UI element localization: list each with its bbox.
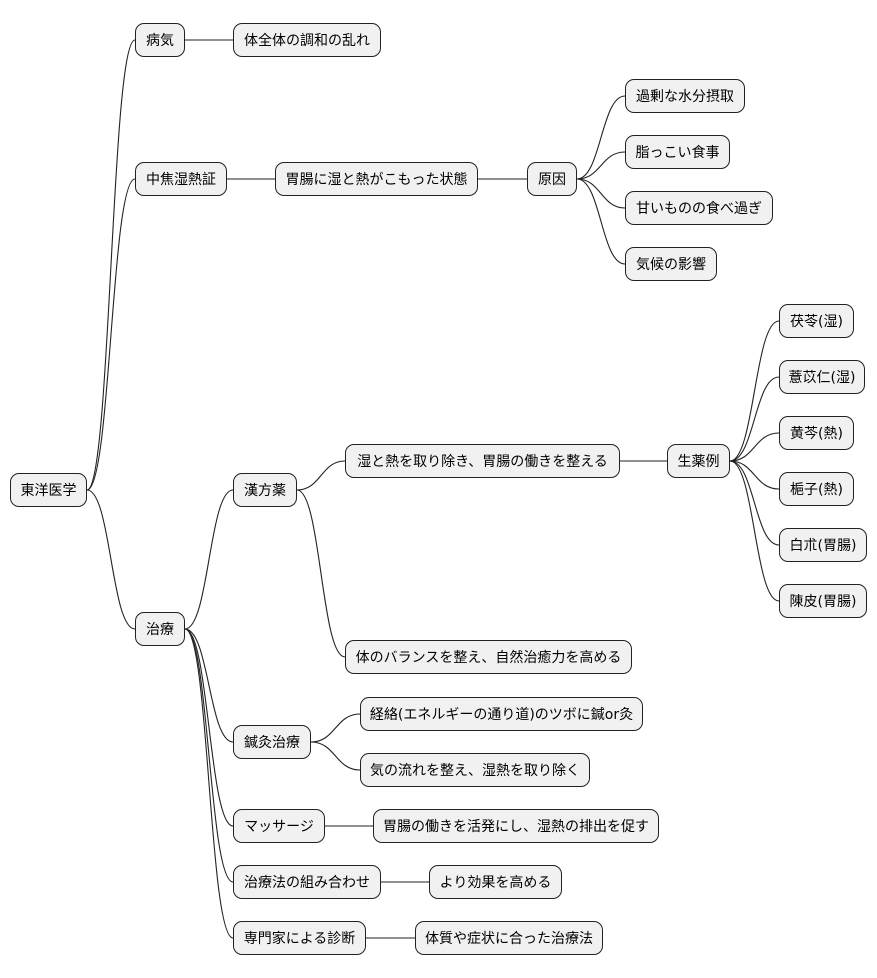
node-herb-item[interactable]: 陳皮(胃腸): [779, 584, 867, 618]
connector-line: [729, 460, 780, 546]
node-kampo-effect2[interactable]: 体のバランスを整え、自然治癒力を高める: [345, 640, 632, 674]
node-cause-item[interactable]: 脂っこい食事: [625, 135, 730, 169]
node-massage-desc[interactable]: 胃腸の働きを活発にし、湿熱の排出を促す: [373, 809, 659, 843]
node-herb-item[interactable]: 茯苓(湿): [779, 304, 854, 338]
node-chuusho-state[interactable]: 胃腸に湿と熱がこもった状態: [275, 162, 478, 196]
connector-line: [729, 460, 780, 602]
node-herb-item[interactable]: 薏苡仁(湿): [779, 360, 865, 394]
node-kampo-effect1[interactable]: 湿と熱を取り除き、胃腸の働きを整える: [345, 444, 620, 478]
connector-line: [576, 178, 626, 209]
node-combo[interactable]: 治療法の組み合わせ: [233, 865, 381, 899]
node-shinkyu-item[interactable]: 経絡(エネルギーの通り道)のツボに鍼or灸: [360, 697, 643, 731]
node-senmon-desc[interactable]: 体質や症状に合った治療法: [415, 921, 603, 955]
node-herbs[interactable]: 生薬例: [667, 444, 730, 478]
node-cause[interactable]: 原因: [527, 162, 577, 196]
node-chuusho[interactable]: 中焦湿熱証: [135, 162, 227, 196]
node-byouki-desc[interactable]: 体全体の調和の乱れ: [233, 23, 381, 57]
root-node[interactable]: 東洋医学: [10, 473, 87, 507]
connector-line: [184, 489, 234, 630]
connector-line: [296, 460, 346, 491]
node-kampo[interactable]: 漢方薬: [233, 473, 297, 507]
connector-line: [576, 151, 626, 180]
connector-line: [86, 39, 136, 491]
node-senmon[interactable]: 専門家による診断: [233, 921, 366, 955]
connector-line: [729, 432, 780, 462]
node-shinkyu[interactable]: 鍼灸治療: [233, 725, 311, 759]
node-herb-item[interactable]: 黄芩(熱): [779, 416, 854, 450]
connector-line: [310, 741, 361, 771]
connector-line: [296, 489, 346, 658]
connector-line: [729, 460, 780, 490]
node-byouki[interactable]: 病気: [135, 23, 185, 57]
connector-line: [86, 489, 136, 630]
connector-line: [310, 713, 361, 743]
node-herb-item[interactable]: 梔子(熱): [779, 472, 854, 506]
connector-line: [576, 178, 626, 265]
connector-line: [729, 320, 780, 462]
connector-line: [184, 628, 234, 743]
connector-line: [86, 178, 136, 491]
node-cause-item[interactable]: 甘いものの食べ過ぎ: [625, 191, 773, 225]
node-chiryou[interactable]: 治療: [135, 612, 185, 646]
node-cause-item[interactable]: 過剰な水分摂取: [625, 79, 745, 113]
node-massage[interactable]: マッサージ: [233, 809, 325, 843]
node-cause-item[interactable]: 気候の影響: [625, 247, 717, 281]
connector-line: [729, 376, 780, 462]
connector-line: [184, 628, 234, 939]
connector-line: [576, 95, 626, 180]
connector-line: [184, 628, 234, 883]
node-shinkyu-item[interactable]: 気の流れを整え、湿熱を取り除く: [360, 753, 590, 787]
connector-line: [184, 628, 234, 827]
node-combo-desc[interactable]: より効果を高める: [429, 865, 562, 899]
node-herb-item[interactable]: 白朮(胃腸): [779, 528, 867, 562]
